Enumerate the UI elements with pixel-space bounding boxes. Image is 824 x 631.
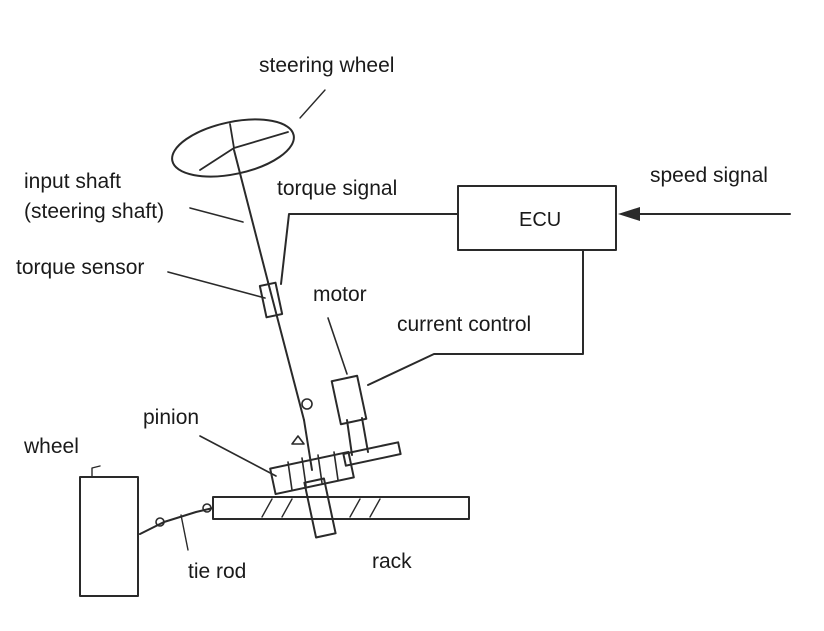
current-control-label: current control [397,313,532,336]
rack-shape [212,496,470,520]
torque-sensor-shape [167,271,284,319]
wheel-shape [79,465,139,597]
input-shaft-label: input shaft [24,170,121,193]
current-control-wire [367,249,584,386]
input-shaft-shape [189,149,313,471]
steering-wheel-shape [171,89,326,178]
pinion-shape [199,435,355,539]
rack-label: rack [372,550,412,573]
tie-rod-label: tie rod [188,560,247,583]
motor-label: motor [313,283,367,306]
torque-sensor-label: torque sensor [16,256,145,279]
torque-signal-label: torque signal [277,177,398,200]
wheel-label: wheel [24,435,79,458]
pinion-label: pinion [143,406,200,429]
ecu-label: ECU [519,209,562,231]
motor-shape [327,317,402,467]
ecu-box [457,185,617,251]
tie-rod-shape [139,503,214,551]
steering-shaft-label: (steering shaft) [24,200,165,223]
steering-wheel-label: steering wheel [259,54,395,77]
speed-signal-label: speed signal [650,164,768,187]
speed-signal-arrow [618,207,791,221]
torque-signal-wire [280,213,459,285]
shaft-joint-marks [291,398,313,445]
